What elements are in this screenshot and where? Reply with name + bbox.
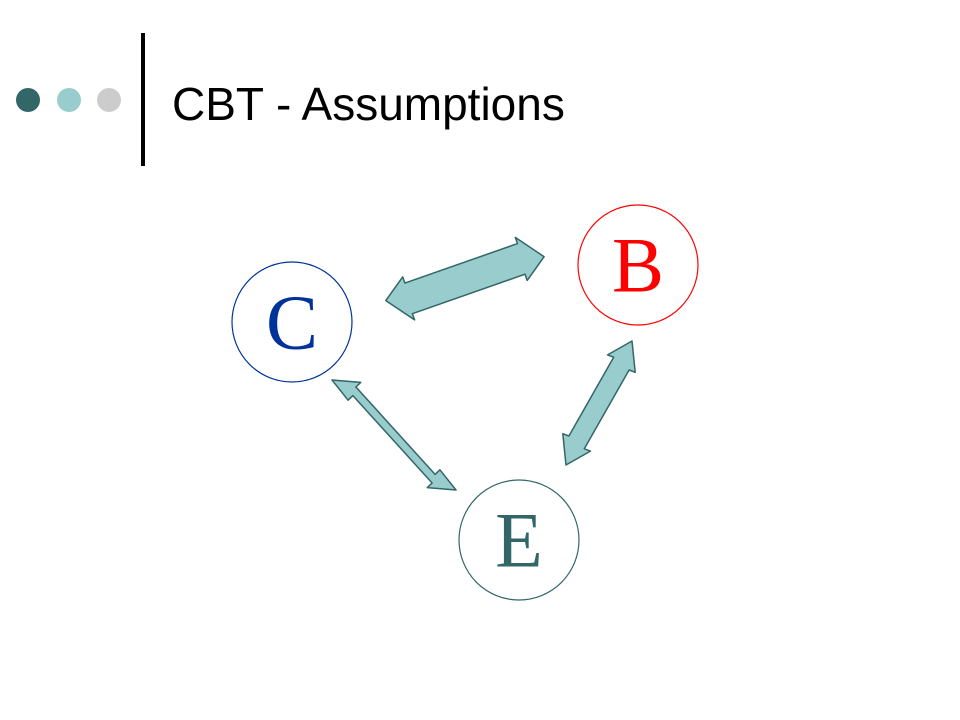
arrow-c-b [385, 236, 545, 321]
node-e-label: E [495, 497, 543, 584]
arrow-c-e [331, 379, 457, 491]
arrow-b-e [562, 340, 636, 466]
node-c-label: C [266, 279, 318, 366]
title-divider [141, 33, 145, 166]
node-b-circle [577, 204, 699, 326]
node-b-label: B [612, 222, 664, 309]
node-e: E [458, 479, 580, 601]
bullet-dot-teal [57, 88, 81, 112]
node-b: B [577, 204, 699, 326]
node-c: C [231, 261, 353, 383]
node-c-circle [231, 261, 353, 383]
slide-title: CBT - Assumptions [172, 78, 565, 130]
bullet-dot-gray [97, 88, 121, 112]
bullet-dot-dark [16, 88, 40, 112]
node-e-circle [458, 479, 580, 601]
